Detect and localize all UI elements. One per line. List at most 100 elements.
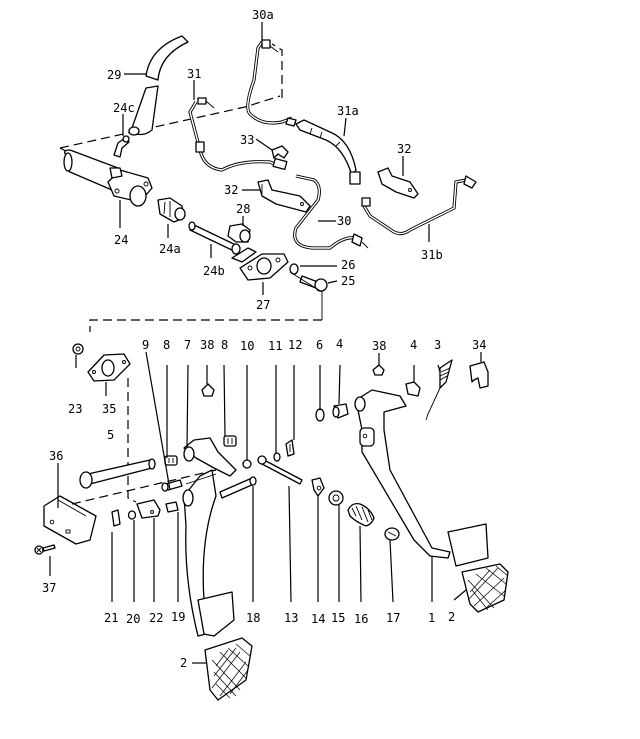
stop-block-22 <box>136 499 161 519</box>
callout-16: 16 <box>354 612 368 626</box>
leader-lines <box>49 22 482 664</box>
callout-28: 28 <box>236 202 250 216</box>
callout-11: 11 <box>268 339 282 353</box>
bracket-32-left <box>257 179 311 213</box>
callout-24: 24 <box>114 233 128 247</box>
nut-15 <box>328 490 344 506</box>
callout-24a: 24a <box>159 242 181 256</box>
clip-33 <box>271 145 289 159</box>
pedal-shaft-5 <box>79 458 156 489</box>
clip-21 <box>111 509 121 527</box>
reference-dashed-line <box>127 378 137 503</box>
cam-14 <box>311 477 325 497</box>
callout-15: 15 <box>331 611 345 625</box>
clip-34 <box>469 361 489 389</box>
callout-25: 25 <box>341 274 355 288</box>
bolt-13 <box>257 455 303 485</box>
callout-38-right: 38 <box>372 339 386 353</box>
callout-13: 13 <box>284 611 298 625</box>
clip-11 <box>273 452 281 462</box>
return-spring-3 <box>425 359 453 421</box>
callout-17: 17 <box>386 611 400 625</box>
callout-38-left: 38 <box>200 338 214 352</box>
pipe-31-fitting <box>195 97 288 171</box>
nut-20 <box>127 510 137 520</box>
callout-3: 3 <box>434 338 441 352</box>
bushing-8-left <box>164 455 178 466</box>
callout-36: 36 <box>49 449 63 463</box>
callout-14: 14 <box>311 612 325 626</box>
reference-dashed-line <box>271 43 283 98</box>
bushing-19 <box>165 501 179 513</box>
callout-21: 21 <box>104 611 118 625</box>
callout-34: 34 <box>472 338 486 352</box>
brake-pedal-face <box>447 523 489 567</box>
callout-1: 1 <box>428 611 435 625</box>
elbow-fitting-24c <box>113 135 130 158</box>
pipe-31b-fitting <box>361 175 477 207</box>
callout-23: 23 <box>68 402 82 416</box>
bushing-8-right <box>223 435 237 447</box>
lever-7 <box>183 437 237 477</box>
callout-31: 31 <box>187 67 201 81</box>
push-rod-24b <box>188 221 241 255</box>
hose-31a <box>295 119 361 185</box>
pedal-pad-2-left <box>204 637 253 701</box>
callout-12: 12 <box>288 338 302 352</box>
reference-dashed-line <box>89 319 322 332</box>
callout-20: 20 <box>126 612 140 626</box>
clip-12 <box>285 439 295 457</box>
callout-30: 30 <box>337 214 351 228</box>
spring-16 <box>347 502 375 527</box>
bushing-4-right <box>405 381 421 397</box>
screw-37 <box>34 544 56 555</box>
pipe-30-fitting <box>351 233 369 249</box>
nut-38-right <box>372 364 385 376</box>
pin-9 <box>161 479 183 492</box>
callout-30a: 30a <box>252 8 274 22</box>
bushing-28 <box>227 223 251 243</box>
callout-32-right: 32 <box>397 142 411 156</box>
brake-pedal-1 <box>354 389 451 559</box>
callout-37: 37 <box>42 581 56 595</box>
gasket-35 <box>87 353 131 382</box>
bolt-axis-line <box>289 271 323 320</box>
flange-27 <box>231 247 289 281</box>
callout-labels: 30a 29 31 24c 31a 33 32 32 28 30 24 24a … <box>42 8 486 670</box>
bushing-4-left <box>332 403 349 419</box>
callout-9: 9 <box>142 338 149 352</box>
pipe-30a <box>246 41 293 125</box>
washer-6 <box>315 408 325 422</box>
pedal-pad-2-right <box>461 563 509 613</box>
callout-4-right: 4 <box>410 338 417 352</box>
callout-2-left: 2 <box>180 656 187 670</box>
reference-dashed-line <box>71 469 217 505</box>
pedal-bracket-36 <box>43 495 97 545</box>
callout-5: 5 <box>107 428 114 442</box>
callout-31a: 31a <box>337 104 359 118</box>
nut-38-left <box>201 383 215 397</box>
bracket-32-right <box>377 167 419 199</box>
callout-18: 18 <box>246 611 260 625</box>
clutch-pedal-face <box>197 591 235 637</box>
callout-24c: 24c <box>113 101 135 115</box>
callout-19: 19 <box>171 610 185 624</box>
reference-dashed-line <box>59 95 281 149</box>
hose-29 <box>128 35 189 136</box>
stop-17 <box>384 527 400 541</box>
callout-32-left: 32 <box>224 183 238 197</box>
callout-26: 26 <box>341 258 355 272</box>
pipe-30a-fitting <box>261 39 297 127</box>
callout-31b: 31b <box>421 248 443 262</box>
callout-27: 27 <box>256 298 270 312</box>
boot-24a <box>157 197 186 223</box>
bushing-10 <box>242 459 252 469</box>
callout-8-left: 8 <box>163 338 170 352</box>
callout-2-right: 2 <box>448 610 455 624</box>
callout-6: 6 <box>316 338 323 352</box>
pipe-31b <box>362 178 467 236</box>
callout-4-left: 4 <box>336 337 343 351</box>
callout-22: 22 <box>149 611 163 625</box>
callout-29: 29 <box>107 68 121 82</box>
